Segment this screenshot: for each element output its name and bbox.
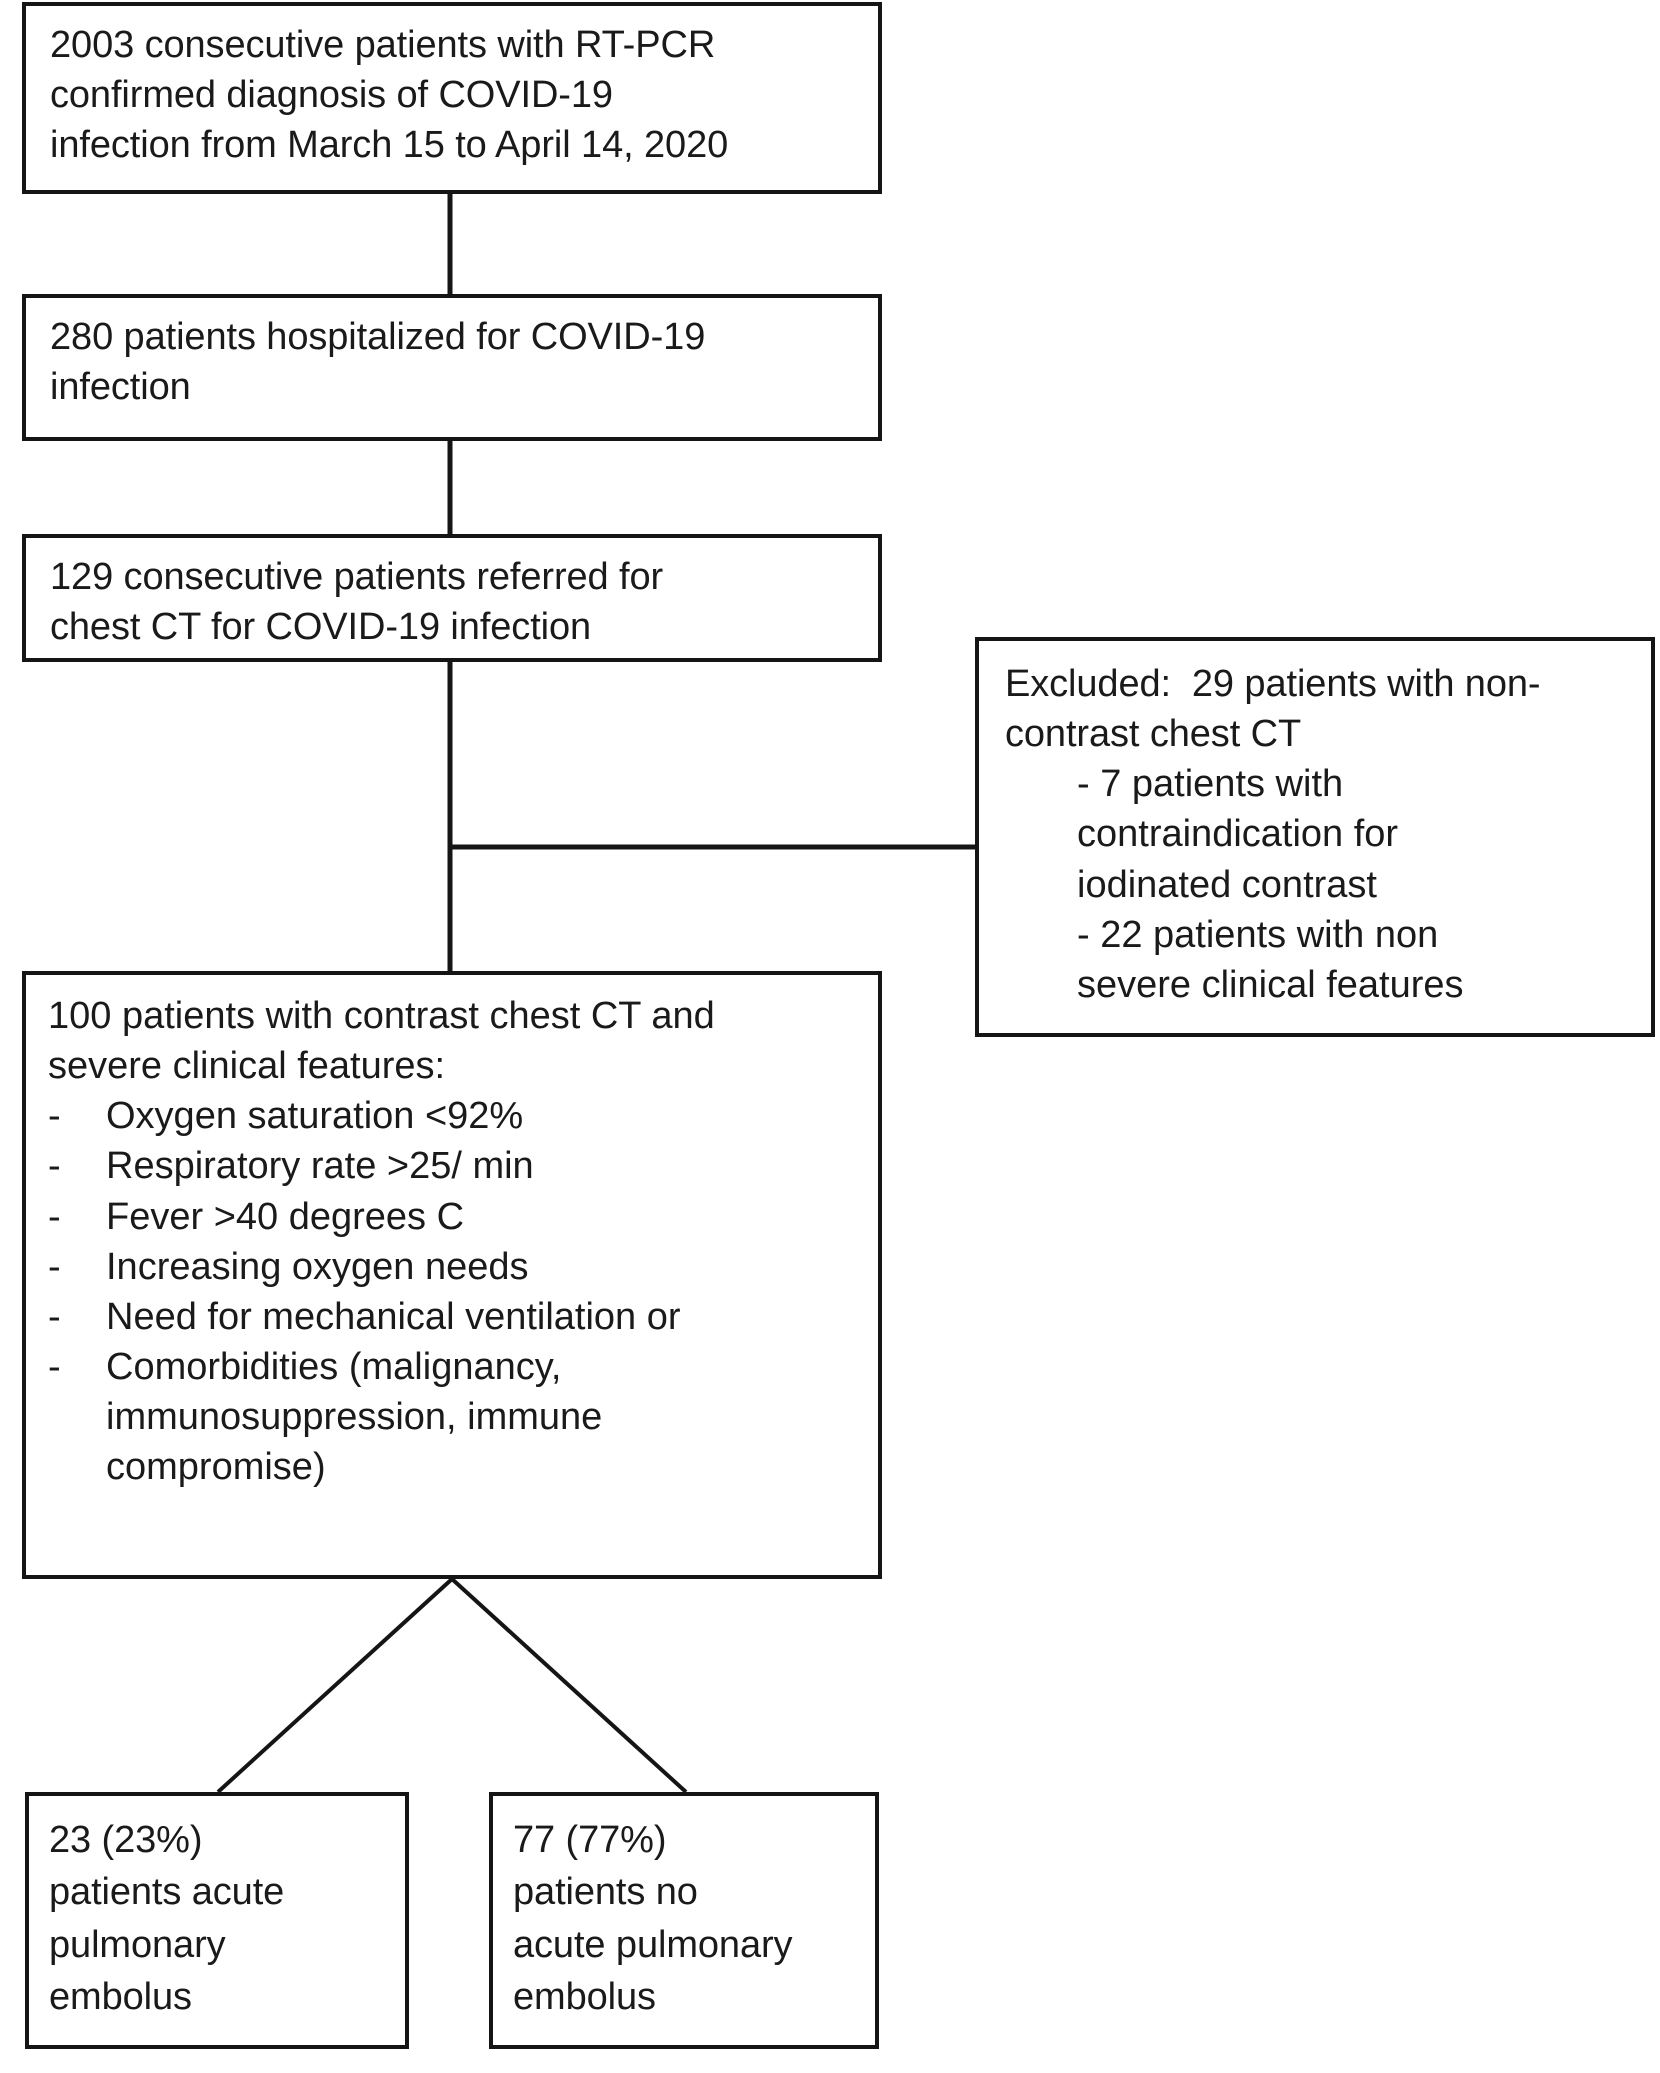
connector-included-to-pe-no [450,1577,688,1794]
node-included-lead-1: 100 patients with contrast chest CT and [48,995,715,1037]
node-outcome-no-acute-pe: 77 (77%) patients no acute pulmonary emb… [489,1792,879,2049]
node-pe-no-count: 77 (77%) [513,1819,667,1861]
severe-feature-label: Need for mechanical ventilation or [106,1295,681,1338]
severe-feature-label: Oxygen saturation <92% [106,1095,524,1138]
node-excluded-patients: Excluded: 29 patients with non- contrast… [975,637,1655,1037]
node-screened-body: 2003 consecutive patients with RT-PCR co… [26,6,878,180]
node-screened-line-1: 2003 consecutive patients with RT-PCR [50,24,716,66]
node-referred-line-1: 129 consecutive patients referred for [50,556,664,598]
severe-feature-label: Increasing oxygen needs [106,1245,529,1288]
node-included-body: 100 patients with contrast chest CT and … [26,975,878,1503]
bullet-dash-icon: - [48,1195,61,1238]
node-hospitalized-patients: 280 patients hospitalized for COVID-19 i… [22,294,882,441]
bullet-dash-icon: - [48,1095,61,1138]
node-excluded-sub-item-1: - 7 patients with contraindication for i… [1077,763,1399,906]
node-excluded-line-2: contrast chest CT [1005,713,1302,756]
node-screened-patients: 2003 consecutive patients with RT-PCR co… [22,2,882,194]
node-pe-no-line-3: acute pulmonary [513,1923,793,1966]
node-excluded-sub-item-2: - 22 patients with non severe clinical f… [1077,913,1464,1006]
node-pe-yes-line-4: embolus [49,1976,192,2019]
severe-feature-item: - Fever >40 degrees C [48,1192,860,1242]
node-referred-for-ct: 129 consecutive patients referred for ch… [22,534,882,662]
node-pe-yes-line-3: pulmonary [49,1923,226,1966]
node-pe-no-line-4: embolus [513,1976,656,2019]
node-included-severe-features: 100 patients with contrast chest CT and … [22,971,882,1579]
bullet-dash-icon: - [48,1245,61,1288]
node-pe-yes-line-2: patients acute [49,1871,285,1914]
node-pe-yes-count: 23 (23%) [49,1819,203,1861]
node-screened-line-2: confirmed diagnosis of COVID-19 [50,74,613,117]
severe-feature-item: - Respiratory rate >25/ min [48,1141,860,1191]
bullet-dash-icon: - [48,1145,61,1188]
severe-feature-item: - Oxygen saturation <92% [48,1091,860,1141]
node-included-lead-2: severe clinical features: [48,1045,446,1088]
severe-feature-label: Respiratory rate >25/ min [106,1145,534,1188]
node-excluded-line-1: Excluded: 29 patients with non- [1005,663,1541,705]
severe-feature-label: Comorbidities (malignancy, immunosuppres… [106,1346,603,1489]
node-referred-body: 129 consecutive patients referred for ch… [26,538,878,662]
node-referred-line-2: chest CT for COVID-19 infection [50,606,592,649]
severe-feature-item: - Need for mechanical ventilation or [48,1292,860,1342]
node-pe-no-line-2: patients no [513,1871,698,1914]
connector-included-to-pe-yes [216,1577,454,1794]
node-screened-line-3: infection from March 15 to April 14, 202… [50,124,729,167]
node-hospitalized-body: 280 patients hospitalized for COVID-19 i… [26,298,878,422]
node-hospitalized-line-2: infection [50,366,191,409]
node-pe-yes-body: 23 (23%) patients acute pulmonary embolu… [29,1796,405,2034]
bullet-dash-icon: - [48,1346,61,1389]
severe-feature-item: - Increasing oxygen needs [48,1242,860,1292]
severe-feature-item: - Comorbidities (malignancy, immunosuppr… [48,1342,860,1492]
severe-feature-label: Fever >40 degrees C [106,1195,465,1238]
node-excluded-body: Excluded: 29 patients with non- contrast… [979,641,1651,1020]
node-outcome-acute-pe: 23 (23%) patients acute pulmonary embolu… [25,1792,409,2049]
node-hospitalized-line-1: 280 patients hospitalized for COVID-19 [50,316,706,358]
bullet-dash-icon: - [48,1295,61,1338]
node-pe-no-body: 77 (77%) patients no acute pulmonary emb… [493,1796,875,2034]
